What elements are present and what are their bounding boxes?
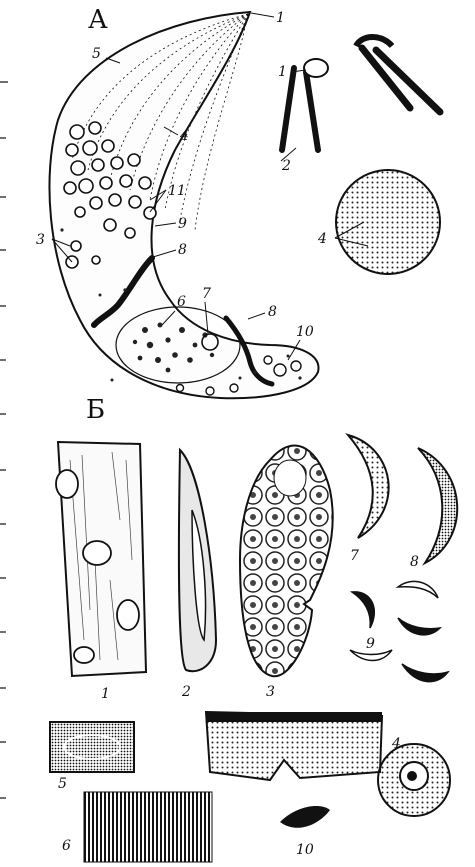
basal-body-right xyxy=(356,37,440,112)
section-a-title: А xyxy=(88,5,108,35)
label-a-11: 11 xyxy=(168,183,186,199)
margin-ticks xyxy=(0,82,8,798)
label-b-5: 5 xyxy=(58,776,67,792)
label-b-9: 9 xyxy=(366,636,375,652)
crescent-group-9 xyxy=(350,581,448,681)
label-a-1: 1 xyxy=(276,10,285,26)
crescent-7 xyxy=(348,435,389,538)
tissue-block-5 xyxy=(50,722,134,772)
label-a-10: 10 xyxy=(296,324,314,340)
muscle-fiber-cylinder xyxy=(56,442,146,676)
section-b-title: Б xyxy=(86,395,105,425)
crescent-10 xyxy=(280,806,330,828)
label-a-4: 4 xyxy=(179,128,189,144)
label-b-7: 7 xyxy=(350,548,359,564)
label-a-3: 3 xyxy=(36,232,45,248)
label-b-4: 4 xyxy=(391,736,401,752)
basal-body-left xyxy=(281,59,328,161)
label-a-1b: 1 xyxy=(278,64,287,80)
label-b-6: 6 xyxy=(62,838,71,854)
label-a-8b: 8 xyxy=(268,304,277,320)
polygonal-cell xyxy=(240,446,333,677)
round-cell xyxy=(378,744,450,816)
label-b-1: 1 xyxy=(101,686,110,702)
label-a-7: 7 xyxy=(202,286,211,302)
label-b-2: 2 xyxy=(181,684,191,700)
cross-section-disk xyxy=(335,170,440,274)
label-a-9: 9 xyxy=(178,216,187,232)
label-b-8: 8 xyxy=(410,554,419,570)
crescent-8 xyxy=(418,448,457,563)
label-a-5: 5 xyxy=(92,46,101,62)
label-a-2: 2 xyxy=(281,158,291,174)
label-b-10: 10 xyxy=(296,842,314,858)
striated-block-6 xyxy=(84,792,212,862)
label-a-8: 8 xyxy=(178,242,187,258)
label-b-3: 3 xyxy=(266,684,275,700)
tissue-slab-4 xyxy=(206,712,382,780)
label-a-4b: 4 xyxy=(317,231,327,247)
label-a-6: 6 xyxy=(177,294,186,310)
spindle-cell xyxy=(179,450,216,671)
